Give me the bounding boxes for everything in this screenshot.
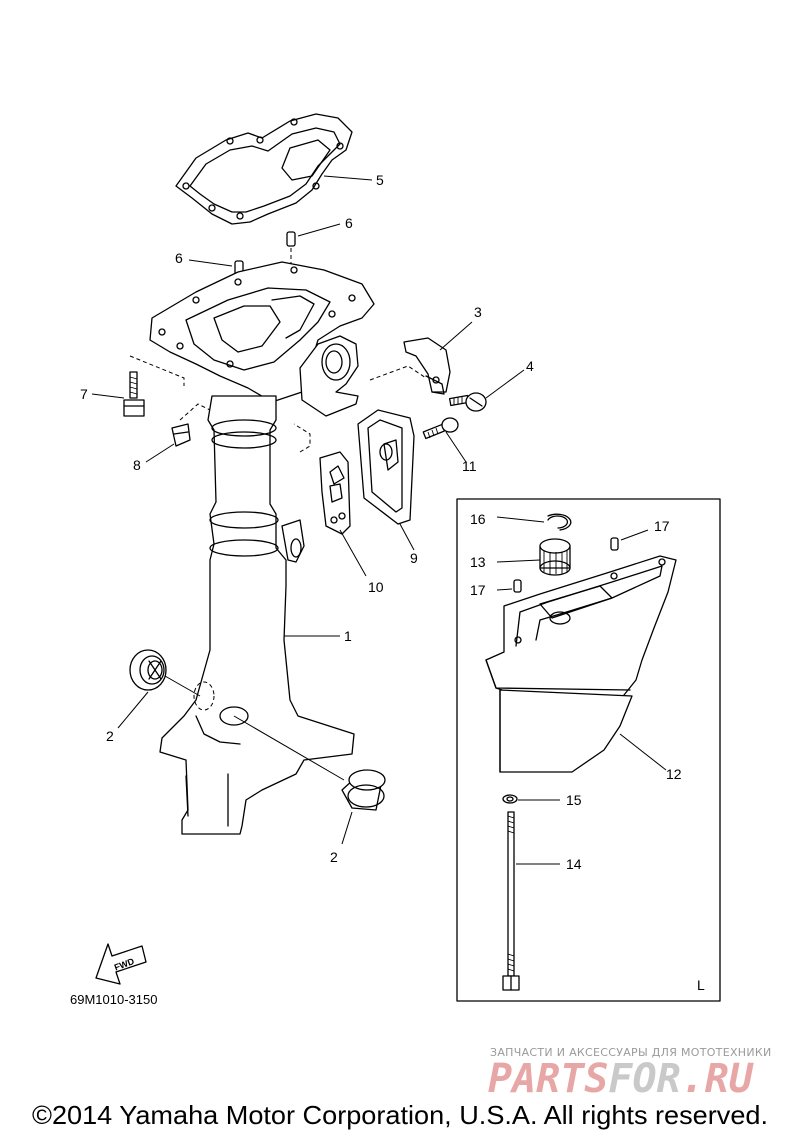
pin-part-17-right — [610, 529, 649, 551]
svg-text:PARTSFOR.RU: PARTSFOR.RU — [488, 1056, 754, 1102]
watermark-logo-part3: .RU — [681, 1056, 754, 1102]
forward-direction-arrow: FWD — [95, 943, 147, 985]
callout-6-right: 6 — [345, 215, 353, 231]
callout-17-left: 17 — [470, 582, 486, 598]
callout-9: 9 — [410, 550, 418, 566]
watermark: ЗАПЧАСТИ И АКСЕССУАРЫ ДЛЯ МОТОТЕХНИКИ PA… — [488, 1046, 772, 1102]
bolt-part-7 — [91, 355, 185, 417]
grease-nipple-part-8 — [145, 403, 211, 463]
callout-12: 12 — [666, 766, 682, 782]
cover-part-9 — [357, 409, 415, 551]
copyright-notice: ©2014 Yamaha Motor Corporation, U.S.A. A… — [32, 1100, 768, 1130]
callout-6-left: 6 — [175, 250, 183, 266]
callout-10: 10 — [368, 579, 384, 595]
callout-17-right: 17 — [654, 518, 670, 534]
callout-13: 13 — [470, 554, 486, 570]
inset-label: L — [697, 977, 705, 993]
watermark-logo-part1: PARTS — [488, 1056, 608, 1102]
lower-casing-part-12 — [485, 555, 677, 773]
callout-4: 4 — [526, 358, 534, 374]
callout-11: 11 — [462, 458, 477, 474]
nut-part-13 — [496, 538, 571, 576]
long-bolt-part-14 — [502, 811, 560, 991]
washer-part-15 — [502, 794, 560, 804]
callout-2-bottom: 2 — [330, 849, 338, 865]
callout-3: 3 — [474, 304, 482, 320]
circlip-part-16 — [496, 513, 572, 531]
inset-box — [456, 498, 721, 1002]
callout-15: 15 — [566, 792, 582, 808]
screw-part-4 — [448, 369, 525, 412]
plate-part-10 — [293, 423, 367, 577]
bolt-part-11 — [422, 417, 467, 463]
grommet-part-2-bottom — [233, 715, 386, 845]
watermark-tagline: ЗАПЧАСТИ И АКСЕССУАРЫ ДЛЯ МОТОТЕХНИКИ — [490, 1046, 772, 1059]
upper-casing-part-1 — [149, 261, 375, 835]
callout-5: 5 — [376, 172, 384, 188]
dowel-pin-part-6-right — [286, 223, 341, 268]
callout-7: 7 — [80, 386, 88, 402]
clamp-part-3 — [369, 321, 473, 395]
callout-16: 16 — [470, 511, 486, 527]
callout-8: 8 — [133, 457, 141, 473]
pin-part-17-left — [496, 579, 522, 593]
callout-14: 14 — [566, 856, 582, 872]
gasket-part-5 — [175, 113, 373, 225]
callout-2-left: 2 — [106, 728, 114, 744]
grommet-part-2-left — [117, 649, 201, 729]
callout-1: 1 — [344, 628, 352, 644]
part-code: 69M1010-3150 — [70, 992, 157, 1007]
watermark-logo-part2: FOR — [608, 1056, 680, 1102]
